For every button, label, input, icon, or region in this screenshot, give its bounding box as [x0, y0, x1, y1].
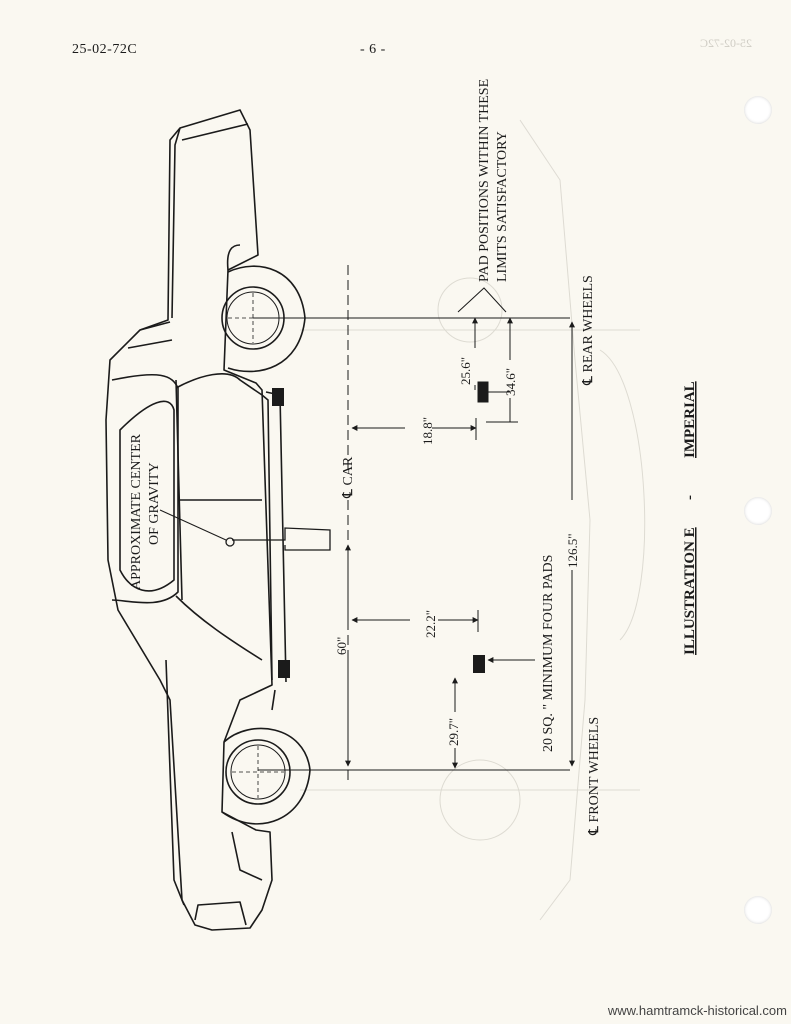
dim-29-7: 29.7"	[446, 718, 461, 746]
body-pad-rear	[272, 388, 284, 406]
dim-18-8: 18.8"	[420, 417, 435, 445]
dim-60: 60"	[334, 637, 349, 655]
minimum-pads-label: 20 SQ. " MINIMUM FOUR PADS	[541, 555, 556, 752]
punch-hole-middle	[744, 497, 772, 525]
lift-pad-rear	[477, 381, 489, 403]
rear-wheels-label: ℄ REAR WHEELS	[581, 275, 596, 386]
document-number: 25-02-72C	[72, 42, 138, 57]
page-number: - 6 -	[360, 42, 386, 57]
dim-126-5: 126.5"	[565, 533, 580, 568]
bleed-through-drawing	[300, 119, 646, 921]
model-caption: IMPERIAL	[682, 381, 698, 458]
dimension-lines	[348, 287, 572, 768]
front-wheel	[221, 727, 311, 825]
car-centerline-label: ℄ CAR	[341, 456, 356, 499]
front-wheels-label: ℄ FRONT WHEELS	[587, 717, 602, 836]
center-of-gravity-label: APPROXIMATE CENTER	[129, 433, 144, 590]
punch-hole-bottom	[744, 896, 772, 924]
rear-wheel	[221, 265, 306, 373]
pad-positions-label: PAD POSITIONS WITHIN THESE	[477, 79, 492, 282]
pad-positions-label-2: LIMITS SATISFACTORY	[495, 131, 510, 282]
dim-25-6: 25.6"	[458, 357, 473, 385]
dim-22-2: 22.2"	[423, 610, 438, 638]
footer-url: www.hamtramck-historical.com	[607, 1003, 787, 1018]
punch-hole-top	[744, 96, 772, 124]
center-of-gravity-label-2: OF GRAVITY	[147, 462, 162, 545]
lift-pad-front	[473, 655, 485, 673]
center-gravity-axle	[159, 509, 331, 551]
dim-34-6: 34.6"	[503, 368, 518, 396]
caption-dash: -	[682, 495, 698, 500]
body-pad-front	[278, 660, 290, 678]
centerlines	[253, 265, 570, 780]
illustration-caption: ILLUSTRATION E	[682, 527, 698, 655]
